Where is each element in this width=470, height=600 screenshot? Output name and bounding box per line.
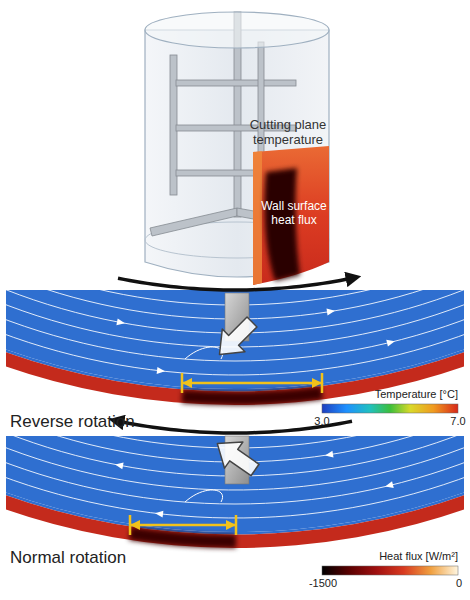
colorbar-title: Temperature [°C] xyxy=(340,388,458,401)
tick-label: 7.0 xyxy=(446,415,470,428)
flow-arrowhead xyxy=(385,481,394,488)
flow-arrowhead xyxy=(155,511,163,518)
rotation-arrow xyxy=(118,278,352,290)
plane-label: Cutting plane temperature xyxy=(236,118,340,148)
streamline xyxy=(6,436,464,518)
caption-label: Reverse rotation xyxy=(10,412,190,432)
bracket-tick xyxy=(129,515,132,535)
impeller-arm xyxy=(176,80,296,86)
tick-label: -1500 xyxy=(304,577,342,590)
caption-label: Normal rotation xyxy=(10,548,190,568)
streamline xyxy=(6,436,464,504)
tick-label: 0 xyxy=(449,577,469,590)
flow-arrowhead xyxy=(115,462,124,469)
colorbar-title: Heat flux [W/m²] xyxy=(340,550,458,563)
flow-arrowhead xyxy=(326,309,334,316)
heat-flux-colorbar xyxy=(322,566,458,575)
plane-edge xyxy=(253,151,262,285)
high-heat-flux-zone xyxy=(129,527,236,548)
flow-arrowhead xyxy=(386,340,395,347)
cross-section xyxy=(0,118,470,405)
eddy-streamline xyxy=(185,490,223,502)
eddy-streamline xyxy=(185,347,223,359)
bracket-tick xyxy=(321,373,324,393)
cross-section xyxy=(0,261,470,548)
temperature-colorbar xyxy=(322,404,458,413)
flow-arrowhead xyxy=(116,318,125,325)
bracket-tick xyxy=(235,515,238,535)
wall-heat-flux-ring xyxy=(6,290,464,405)
streamline xyxy=(6,290,464,375)
wall-heat-flux-ring xyxy=(6,436,464,548)
bottom-blade xyxy=(150,208,237,236)
tank-top xyxy=(145,12,329,48)
flow-arrowhead xyxy=(157,367,165,374)
tick-label: 3.0 xyxy=(310,415,334,428)
flow-arrowhead xyxy=(325,451,333,458)
span-bracket xyxy=(182,382,322,385)
high-heat-flux-zone xyxy=(181,387,322,405)
streamline xyxy=(6,436,464,490)
tank-illustration xyxy=(145,12,329,285)
bracket-tick xyxy=(181,373,184,393)
flow-direction-arrow xyxy=(208,311,263,366)
flow-direction-arrow xyxy=(208,431,264,484)
wall-label: Wall surface heat flux xyxy=(256,200,332,228)
span-bracket xyxy=(130,524,236,527)
